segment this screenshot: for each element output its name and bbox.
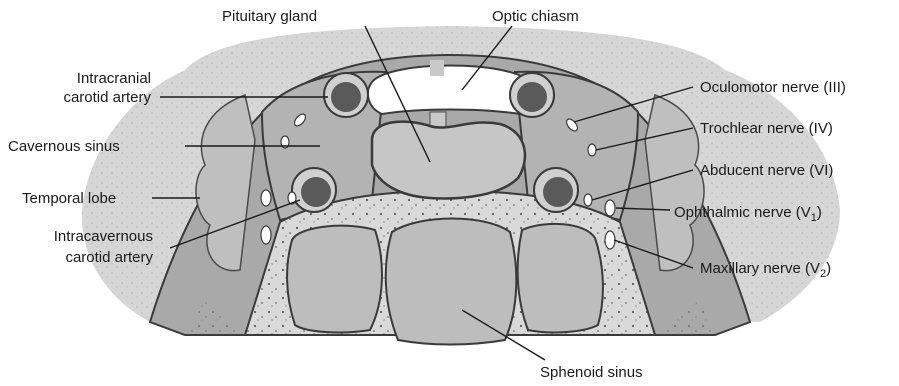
label-trochlear-nerve: Trochlear nerve (IV) [700, 120, 833, 137]
label-sphenoid-sinus: Sphenoid sinus [540, 364, 643, 381]
label-intracavernous-carotid-1: Intracavernous [54, 228, 153, 245]
abducent-nerve-oval [584, 194, 592, 206]
label-intracavernous-carotid-2: carotid artery [65, 249, 153, 266]
trochlear-nerve-oval [588, 144, 596, 156]
label-pituitary-gland: Pituitary gland [222, 8, 317, 25]
sphenoid-sinus-left [287, 226, 382, 333]
intracavernous-carotid-left [292, 168, 336, 212]
ophthalmic-nerve-oval [605, 200, 615, 216]
label-temporal-lobe: Temporal lobe [22, 190, 116, 207]
label-cavernous-sinus: Cavernous sinus [8, 138, 120, 155]
label-oculomotor-nerve: Oculomotor nerve (III) [700, 79, 846, 96]
label-abducent-nerve: Abducent nerve (VI) [700, 162, 833, 179]
intracavernous-carotid-right [534, 168, 578, 212]
label-intracranial-carotid-1: Intracranial [77, 70, 151, 87]
optic-chiasm [368, 66, 534, 115]
maxillary-nerve-oval [605, 231, 615, 249]
intracranial-carotid-left [324, 73, 368, 117]
label-optic-chiasm: Optic chiasm [492, 8, 579, 25]
intracranial-carotid-right [510, 73, 554, 117]
sphenoid-sinus-right [518, 224, 603, 333]
pituitary-gland [372, 122, 525, 199]
sphenoid-sinus-center [386, 219, 517, 345]
label-intracranial-carotid-2: carotid artery [63, 89, 151, 106]
